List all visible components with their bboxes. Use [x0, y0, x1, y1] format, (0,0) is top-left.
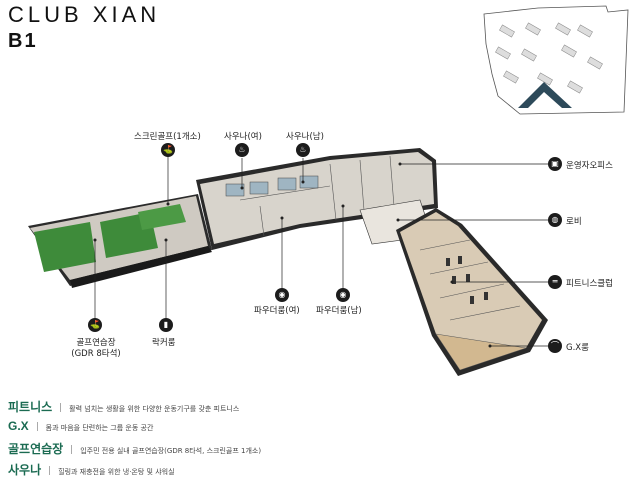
site-key-map	[483, 5, 629, 115]
office-icon: ▣	[548, 157, 562, 171]
locker-room-label: 락커룸	[152, 338, 176, 348]
legend-desc: 활력 넘치는 생활을 위한 다양한 운동기구를 갖춘 피트니스	[69, 405, 240, 413]
fitness-club-label: 피트니스클럽	[566, 279, 613, 289]
screen-golf-label: 스크린골프(1개소)	[134, 132, 201, 142]
powder-male-label: 파우더룸(남)	[316, 306, 362, 316]
legend-name: 사우나	[8, 463, 42, 477]
sauna-female-label: 사우나(여)	[224, 132, 262, 142]
sauna-male-label: 사우나(남)	[286, 132, 324, 142]
gx-icon: ⌒	[548, 339, 562, 353]
legend-desc: 힐링과 재충전을 위한 냉·온탕 및 샤워실	[58, 468, 175, 476]
gx-room-label: G.X룸	[566, 343, 589, 353]
golf-practice-sublabel: (GDR 8타석)	[71, 349, 121, 359]
legend-name: G.X	[8, 419, 29, 433]
lobby-icon: ◍	[548, 213, 562, 227]
powder-icon: ◉	[275, 288, 289, 302]
sauna-icon: ♨	[235, 143, 249, 157]
powder-female-label: 파우더룸(여)	[254, 306, 300, 316]
page-title: CLUB XIAN	[8, 2, 161, 27]
dumbbell-icon: ═	[548, 275, 562, 289]
legend-item: 골프연습장 입주민 전용 실내 골프연습장(GDR 8타석, 스크린골프 1개소)	[8, 440, 261, 457]
legend-desc: 입주민 전용 실내 골프연습장(GDR 8타석, 스크린골프 1개소)	[80, 447, 262, 455]
floor-label: B1	[8, 30, 38, 52]
legend-desc: 몸과 마음을 단련하는 그룹 운동 공간	[45, 424, 154, 432]
golf-icon: ⛳	[88, 318, 102, 332]
office-label: 운영자오피스	[566, 161, 613, 171]
golf-practice-label: 골프연습장	[76, 338, 116, 348]
legend-name: 피트니스	[8, 400, 53, 414]
golf-icon: ⛳	[161, 143, 175, 157]
legend-item: 피트니스 활력 넘치는 생활을 위한 다양한 운동기구를 갖춘 피트니스	[8, 398, 239, 415]
locker-icon: ▮	[159, 318, 173, 332]
legend-name: 골프연습장	[8, 442, 64, 456]
sauna-icon: ♨	[296, 143, 310, 157]
legend-item: G.X 몸과 마음을 단련하는 그룹 운동 공간	[8, 419, 153, 433]
lobby-label: 로비	[566, 217, 582, 227]
legend-item: 사우나 힐링과 재충전을 위한 냉·온탕 및 샤워실	[8, 461, 175, 478]
powder-icon: ◉	[336, 288, 350, 302]
